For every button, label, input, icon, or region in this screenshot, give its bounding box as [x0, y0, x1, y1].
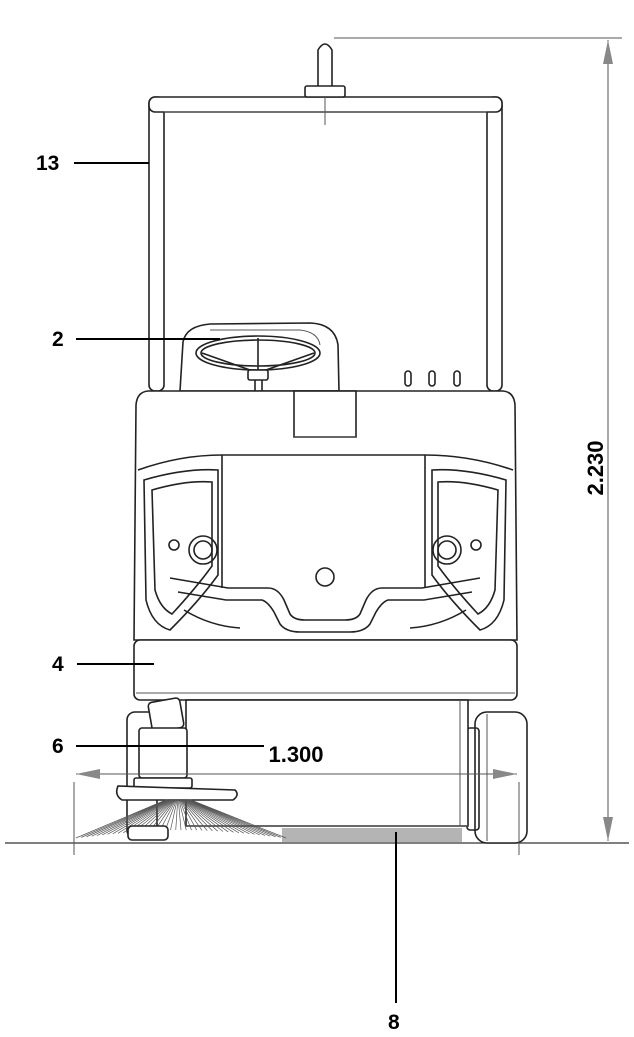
callout-2: 2: [52, 328, 64, 351]
main-brush: [282, 828, 462, 842]
height-dimension-value: 2.230: [583, 440, 608, 495]
side-brush-bristles: [75, 799, 287, 839]
hopper: [185, 699, 469, 827]
indicator-lights: [404, 370, 461, 387]
side-brush: [75, 697, 287, 841]
width-dimension: 1.300: [73, 742, 520, 855]
beacon-light: [304, 43, 346, 125]
main-body: [133, 390, 518, 641]
callout-13: 13: [36, 152, 59, 175]
steering-wheel: [195, 335, 321, 392]
bumper: [133, 639, 518, 701]
right-headlight: [431, 468, 507, 631]
callout-4: 4: [52, 653, 64, 676]
width-dimension-value: 1.300: [268, 742, 323, 767]
callout-6: 6: [52, 735, 64, 758]
callout-8: 8: [388, 1011, 400, 1034]
height-dimension: 2.230: [334, 37, 622, 841]
left-headlight: [143, 468, 219, 631]
overhead-guard: [148, 96, 503, 392]
